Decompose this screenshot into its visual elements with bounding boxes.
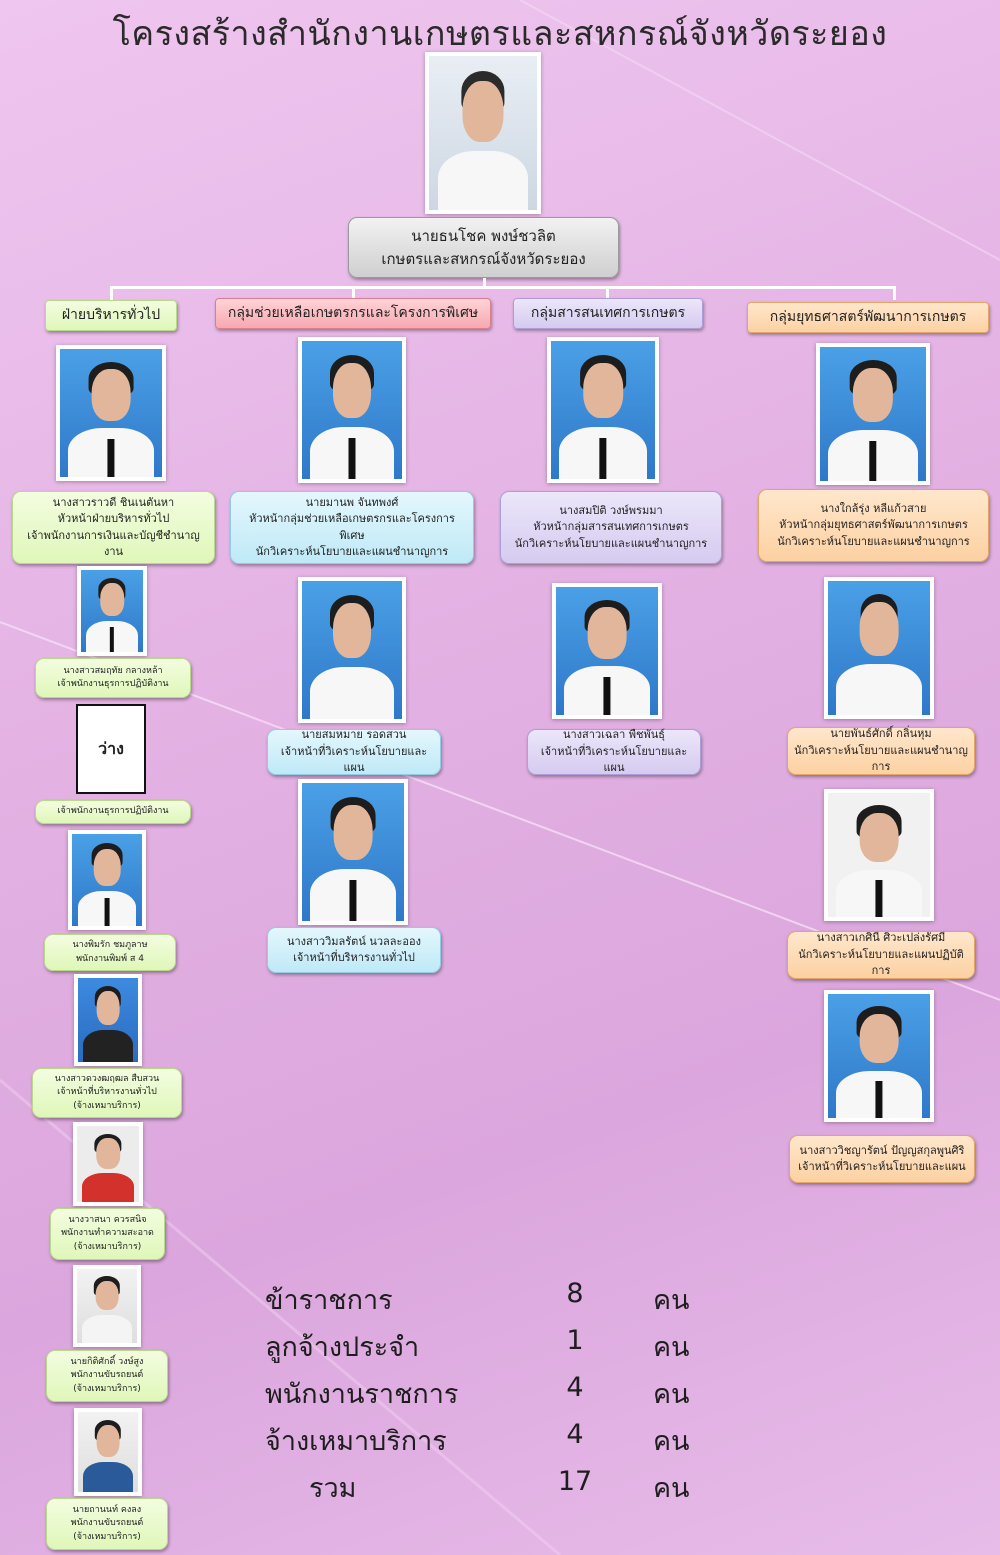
admin-7-card: นายถานนท์ คงลง พนักงานขับรถยนต์ (จ้างเหม…	[46, 1498, 168, 1550]
admin-5-card: นางวาสนา ควรสนิจ พนักงานทำความสะอาด (จ้า…	[50, 1208, 165, 1260]
summary-row: ลูกจ้างประจำ 1 คน	[265, 1325, 690, 1363]
assist-0-card: นายมานพ จันทพงศ์ หัวหน้ากลุ่มช่วยเหลือเก…	[230, 491, 474, 564]
director-position: เกษตรและสหกรณ์จังหวัดระยอง	[381, 249, 586, 268]
admin-5-photo	[73, 1122, 143, 1206]
admin-3-photo	[68, 830, 146, 930]
dept-assist: กลุ่มช่วยเหลือเกษตรกรและโครงการพิเศษ	[215, 298, 491, 329]
connector-dept-3	[606, 286, 609, 300]
assist-1-card: นายสมหมาย รอดสวน เจ้าหน้าที่วิเคราะห์นโย…	[267, 728, 441, 775]
strategy-0-photo	[816, 343, 930, 485]
admin-6-card: นายกิติศักดิ์ วงษ์สูง พนักงานขับรถยนต์ (…	[46, 1350, 168, 1402]
admin-0-card: นางสาวราวดี ชินเนตันหา หัวหน้าฝ่ายบริหาร…	[12, 491, 215, 564]
summary-row: พนักงานราชการ 4 คน	[265, 1372, 690, 1410]
connector-dept-4	[893, 286, 896, 300]
staff-summary: ข้าราชการ 8 คน ลูกจ้างประจำ 1 คน พนักงาน…	[265, 1278, 705, 1513]
admin-0-photo	[56, 345, 166, 481]
assist-0-photo	[298, 337, 406, 483]
assist-2-card: นางสาววิมลรัตน์ นวลละออง เจ้าหน้าที่บริห…	[267, 927, 441, 973]
dept-info: กลุ่มสารสนเทศการเกษตร	[513, 298, 703, 329]
page-title: โครงสร้างสำนักงานเกษตรและสหกรณ์จังหวัดระ…	[112, 14, 888, 54]
strategy-1-photo	[824, 577, 934, 719]
strategy-2-photo	[824, 789, 934, 921]
admin-1-photo	[77, 566, 147, 656]
summary-row: ข้าราชการ 8 คน	[265, 1278, 690, 1316]
dept-strategy: กลุ่มยุทธศาสตร์พัฒนาการเกษตร	[747, 302, 989, 333]
connector-dept-2	[352, 286, 355, 300]
connector-dept-1	[110, 286, 113, 300]
info-0-photo	[547, 337, 659, 483]
info-0-card: นางสมปิติ วงษ์พรมมา หัวหน้ากลุ่มสารสนเทศ…	[500, 491, 722, 564]
admin-4-photo	[74, 974, 142, 1066]
connector-horizontal	[110, 286, 896, 289]
admin-6-photo	[73, 1265, 141, 1347]
admin-vacant-box: ว่าง	[76, 704, 146, 794]
admin-7-photo	[74, 1408, 142, 1496]
director-box: นายธนโชค พงษ์ชวลิต เกษตรและสหกรณ์จังหวัด…	[348, 217, 619, 278]
admin-3-card: นางพิมรัก ชมภูลาษ พนักงานพิมพ์ ส 4	[44, 934, 176, 971]
strategy-3-photo	[824, 990, 934, 1122]
strategy-2-card: นางสาวเกศินี ศิวะเปล่งรัศมี นักวิเคราะห์…	[787, 931, 975, 979]
strategy-1-card: นายพันธ์ศักดิ์ กลิ่นหุม นักวิเคราะห์นโยบ…	[787, 727, 975, 775]
assist-2-photo	[298, 779, 408, 925]
info-1-photo	[552, 583, 662, 719]
director-name: นายธนโชค พงษ์ชวลิต	[411, 227, 556, 245]
admin-4-card: นางสาวดวงฒฤฒล สืบสวน เจ้าหน้าที่บริหารงา…	[32, 1068, 182, 1118]
connector-main-vertical	[483, 278, 486, 288]
director-photo	[425, 52, 541, 214]
summary-total-row: รวม 17 คน	[309, 1466, 690, 1504]
strategy-3-card: นางสาววิชญารัตน์ ปัญญสกุลพูนศิริ เจ้าหน้…	[789, 1135, 975, 1183]
admin-2-card: เจ้าพนักงานธุรการปฏิบัติงาน	[35, 800, 191, 824]
strategy-0-card: นางใกล้รุ่ง หลีแก้วสาย หัวหน้ากลุ่มยุทธศ…	[758, 489, 989, 562]
dept-admin: ฝ่ายบริหารทั่วไป	[45, 300, 177, 331]
info-1-card: นางสาวเฉลา พืชพันธุ์ เจ้าหน้าที่วิเคราะห…	[527, 728, 701, 775]
summary-row: จ้างเหมาบริการ 4 คน	[265, 1419, 690, 1457]
assist-1-photo	[298, 577, 406, 723]
admin-1-card: นางสาวสมฤทัย กลางหล้า เจ้าพนักงานธุรการป…	[35, 658, 191, 698]
